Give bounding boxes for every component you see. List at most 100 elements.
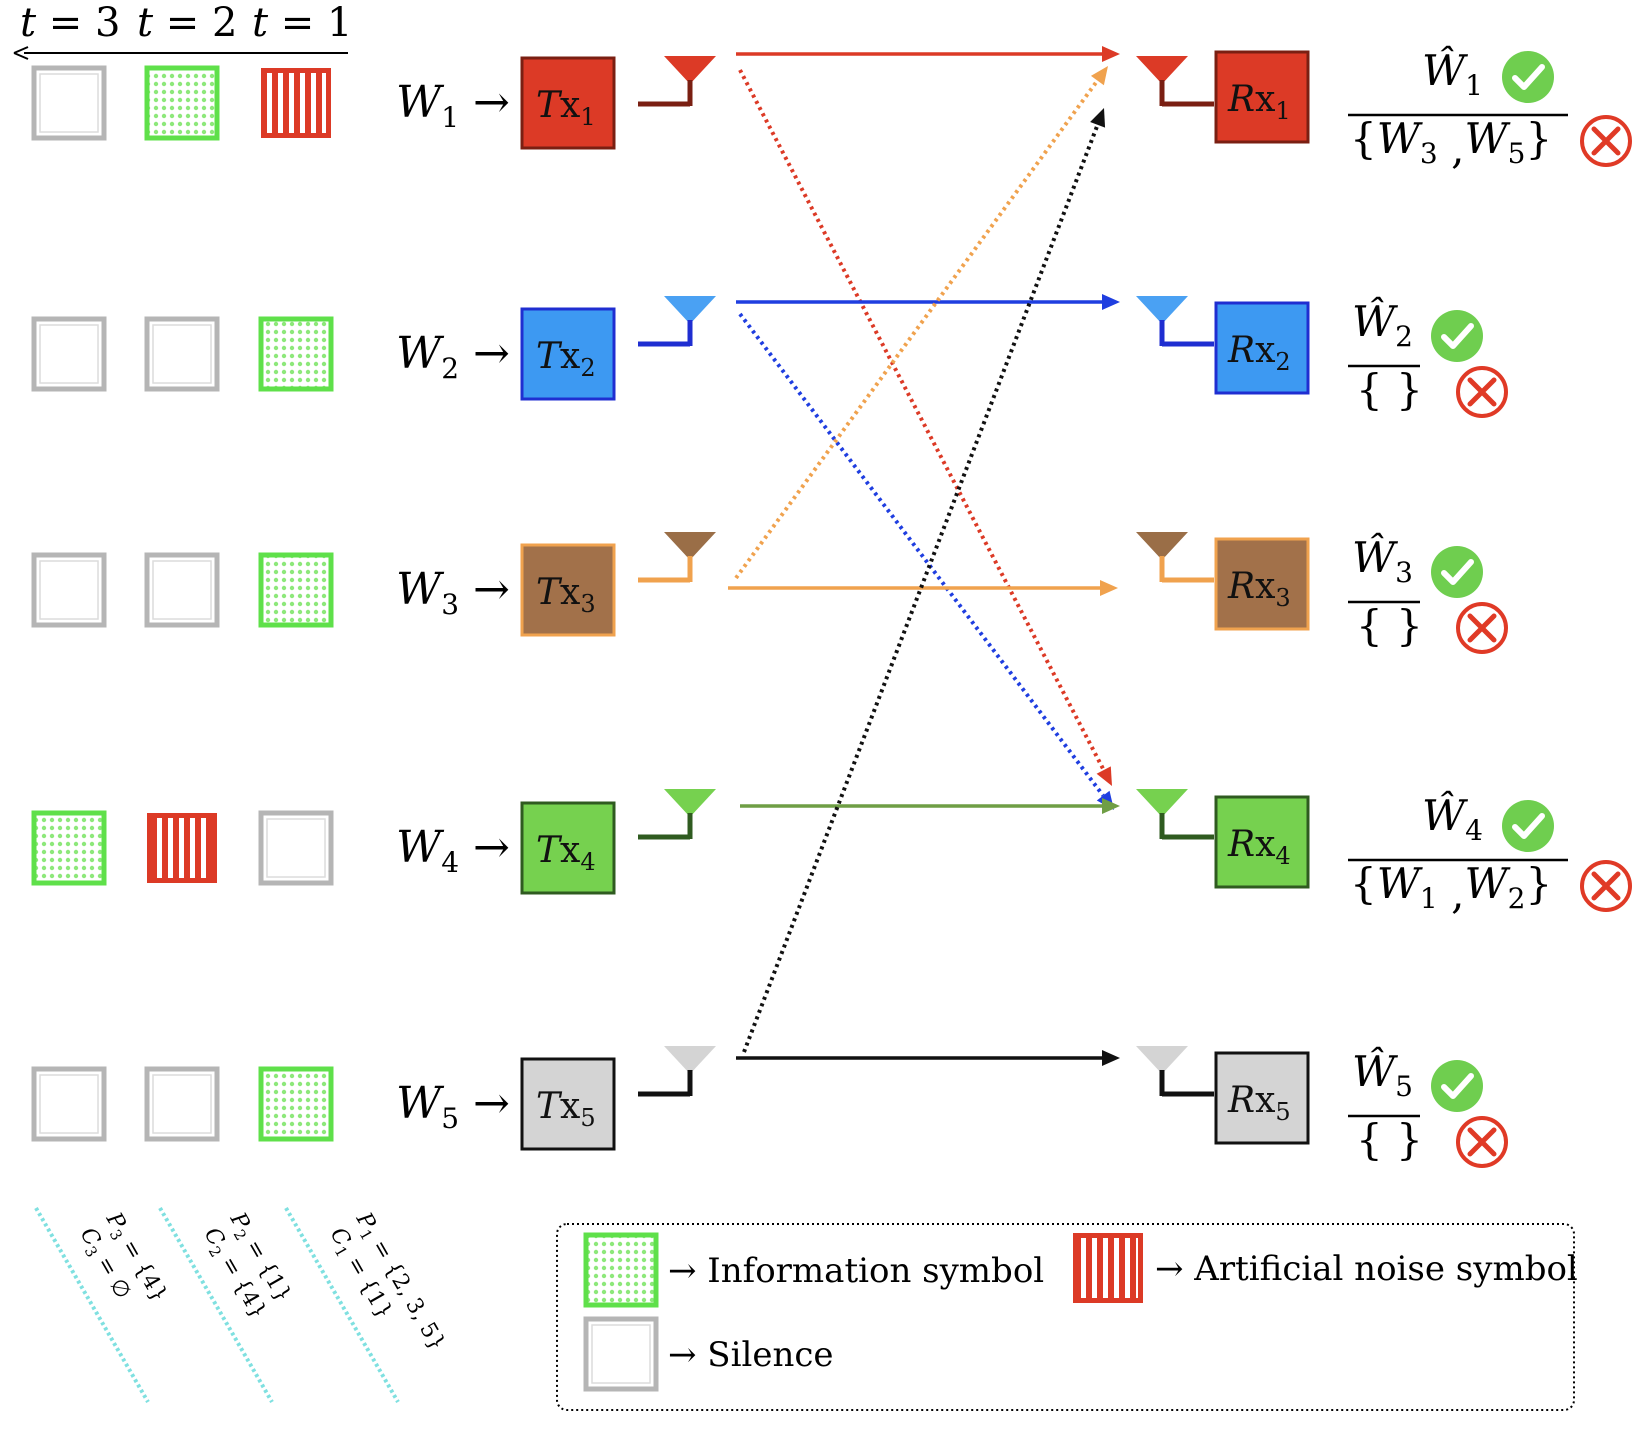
- leaked-set-1: {W3 ,W5}: [1350, 114, 1552, 173]
- rx-label-4: Rx4: [1227, 824, 1291, 870]
- check-icon-1: [1502, 51, 1554, 103]
- legend: → Information symbol → Artificial noise s…: [556, 1223, 1578, 1411]
- result-1: Ŵ1{W3 ,W5}: [1348, 45, 1632, 173]
- legend-label-info: → Information symbol: [668, 1251, 1044, 1291]
- link-tx2-rx2: [736, 294, 1120, 310]
- slot-annotation-t3: P3 = {4}C3 = ∅: [34, 1207, 172, 1403]
- leaked-set-4: {W1 ,W2}: [1350, 859, 1552, 918]
- tx-label-2: Tx2: [536, 336, 596, 382]
- legend-item-silence: → Silence: [583, 1316, 834, 1392]
- tx-antenna-1: [638, 56, 716, 107]
- legend-label-silence: → Silence: [668, 1335, 834, 1375]
- tx-box-1: Tx1: [520, 56, 616, 150]
- leaked-set-2: { }: [1356, 365, 1423, 414]
- legend-item-info: → Information symbol: [583, 1232, 1044, 1308]
- message-label-5: W5 →: [396, 1078, 510, 1135]
- cross-icon-1: [1580, 115, 1632, 167]
- cross-icon-4: [1580, 860, 1632, 912]
- legend-item-noise: → Artificial noise symbol: [1073, 1233, 1578, 1303]
- rx-antenna-4: [1136, 789, 1214, 840]
- check-icon-3: [1431, 546, 1483, 598]
- rx-box-2: Rx2: [1214, 301, 1310, 395]
- row-5: W5 → Tx5 Rx5 Ŵ5 { }: [31, 1046, 1508, 1168]
- symbol-silence-row5-slot2: [144, 1066, 220, 1142]
- link-tx5-rx5: [736, 1050, 1120, 1066]
- tx-box-5: Tx5: [520, 1057, 616, 1151]
- decoded-message-2: Ŵ2: [1352, 296, 1413, 353]
- rx-box-3: Rx3: [1214, 537, 1310, 631]
- result-4: Ŵ4 {W1 ,W2}: [1348, 790, 1632, 918]
- message-label-1: W1 →: [396, 77, 510, 134]
- leaked-set-5: { }: [1356, 1115, 1423, 1164]
- tx-label-4: Tx4: [536, 830, 596, 876]
- message-label-2: W2 →: [396, 328, 510, 385]
- legend-swatch-info: [583, 1232, 659, 1308]
- tx-antenna-4: [638, 789, 716, 840]
- decoded-message-5: Ŵ5: [1352, 1046, 1413, 1103]
- tx-antenna-3: [638, 532, 716, 583]
- symbol-silence-row5-slot1: [31, 1066, 107, 1142]
- link-tx5-rx1: [742, 108, 1106, 1053]
- symbol-silence-row3-slot1: [31, 552, 107, 628]
- leaked-set-3: { }: [1356, 601, 1423, 650]
- symbol-silence-row4-slot3: [258, 810, 334, 886]
- tx-box-3: Tx3: [520, 543, 616, 637]
- rx-box-5: Rx5: [1214, 1051, 1310, 1145]
- rx-antenna-3: [1136, 532, 1214, 583]
- tx-box-4: Tx4: [520, 801, 616, 895]
- rx-antenna-5: [1136, 1046, 1214, 1097]
- rx-box-1: Rx1: [1214, 50, 1310, 144]
- message-label-4: W4 →: [396, 822, 510, 879]
- legend-frame: [556, 1223, 1575, 1411]
- tx-label-1: Tx1: [536, 85, 596, 131]
- rx-label-5: Rx5: [1227, 1080, 1291, 1126]
- tx-antenna-2: [638, 296, 716, 347]
- row-4: W4 → Tx4 Rx4 Ŵ4 {W1 ,W2}: [31, 789, 1632, 918]
- check-icon-5: [1431, 1060, 1483, 1112]
- check-icon-2: [1431, 310, 1483, 362]
- symbol-silence-row2-slot2: [144, 316, 220, 392]
- symbol-noise-row4-slot2: [147, 813, 217, 883]
- decoded-message-3: Ŵ3: [1352, 532, 1413, 589]
- rx-box-4: Rx4: [1214, 795, 1310, 889]
- cross-icon-5: [1456, 1116, 1508, 1168]
- slot-annotation-t2: P2 = {1}C2 = {4}: [158, 1207, 296, 1403]
- legend-swatch-noise: [1073, 1233, 1143, 1303]
- tx-box-2: Tx2: [520, 307, 616, 401]
- symbol-info-row3-slot3: [258, 552, 334, 628]
- cross-icon-2: [1456, 366, 1508, 418]
- link-tx3-rx1: [734, 66, 1108, 580]
- symbol-info-row2-slot3: [258, 316, 334, 392]
- result-3: Ŵ3 { }: [1348, 532, 1508, 654]
- result-5: Ŵ5 { }: [1348, 1046, 1508, 1168]
- links-layer: [728, 46, 1120, 1066]
- link-tx2-rx4: [738, 312, 1114, 810]
- symbol-info-row4-slot1: [31, 810, 107, 886]
- link-tx1-rx4: [738, 69, 1112, 786]
- decoded-message-4: Ŵ4: [1422, 790, 1483, 847]
- tx-antenna-5: [638, 1046, 716, 1097]
- symbol-silence-row3-slot2: [144, 552, 220, 628]
- symbol-silence-row2-slot1: [31, 316, 107, 392]
- tx-label-3: Tx3: [536, 572, 596, 618]
- time-axis-arrowhead: [13, 46, 29, 60]
- rx-antenna-1: [1136, 56, 1214, 107]
- link-tx4-rx4: [740, 798, 1120, 814]
- link-tx3-rx3: [728, 580, 1118, 596]
- rx-label-3: Rx3: [1227, 566, 1291, 612]
- tx-label-5: Tx5: [536, 1086, 596, 1132]
- rx-label-2: Rx2: [1227, 330, 1291, 376]
- check-icon-4: [1502, 800, 1554, 852]
- time-label-1: t = 1: [252, 0, 352, 46]
- row-2: W2 → Tx2 Rx2 Ŵ2 { }: [31, 296, 1508, 418]
- time-label-2: t = 2: [137, 0, 237, 46]
- cross-icon-3: [1456, 602, 1508, 654]
- symbol-info-row5-slot3: [258, 1066, 334, 1142]
- link-tx1-rx1: [736, 46, 1120, 62]
- legend-swatch-silence: [583, 1316, 659, 1392]
- result-2: Ŵ2 { }: [1348, 296, 1508, 418]
